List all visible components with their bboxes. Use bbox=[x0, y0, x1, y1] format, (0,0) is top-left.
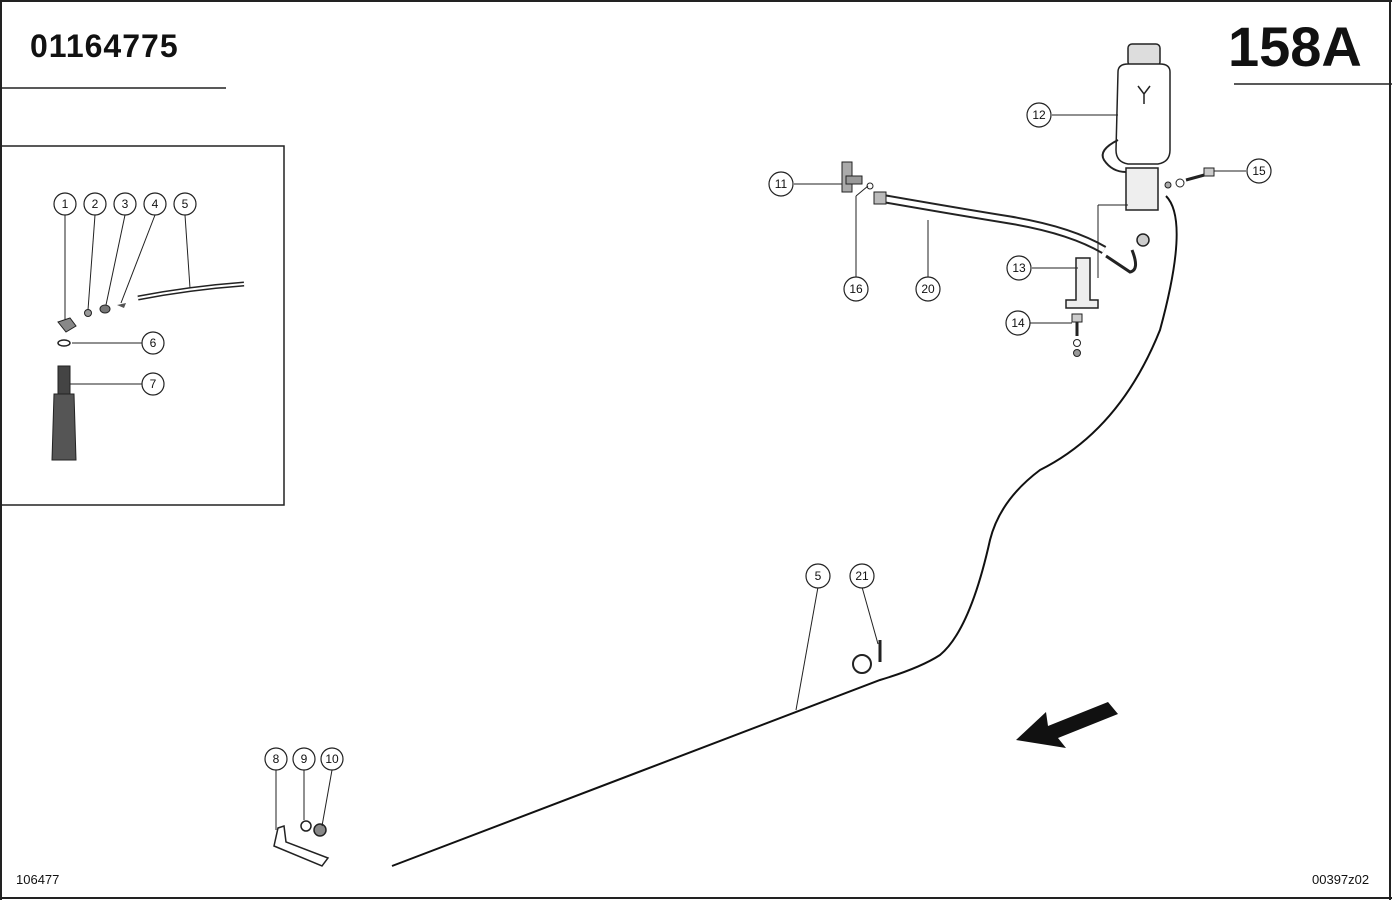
callout-16: 16 bbox=[843, 276, 869, 302]
bolt-14 bbox=[1071, 313, 1083, 357]
svg-text:16: 16 bbox=[849, 282, 863, 296]
callout-12: 12 bbox=[1026, 102, 1052, 128]
svg-text:2: 2 bbox=[92, 197, 99, 211]
svg-text:5: 5 bbox=[815, 569, 822, 583]
callout-6: 6 bbox=[141, 331, 165, 355]
callout-7: 7 bbox=[141, 372, 165, 396]
inset-detail-box bbox=[2, 145, 285, 506]
svg-text:15: 15 bbox=[1252, 164, 1266, 178]
svg-text:11: 11 bbox=[775, 177, 788, 191]
svg-text:9: 9 bbox=[301, 752, 308, 766]
tee-fitting bbox=[841, 161, 874, 193]
svg-text:4: 4 bbox=[152, 197, 159, 211]
callout-3: 3 bbox=[113, 192, 137, 216]
callout-8: 8 bbox=[264, 747, 288, 771]
callout-5-main: 5 bbox=[805, 563, 831, 589]
footer-left-code: 106477 bbox=[16, 872, 60, 887]
clip-21 bbox=[852, 640, 882, 674]
callout-2: 2 bbox=[83, 192, 107, 216]
svg-text:8: 8 bbox=[273, 752, 280, 766]
callout-15: 15 bbox=[1246, 158, 1272, 184]
hose-5 bbox=[391, 195, 1178, 867]
footer-right-code: 00397z02 bbox=[1312, 872, 1370, 887]
callout-13: 13 bbox=[1006, 255, 1032, 281]
svg-text:14: 14 bbox=[1011, 316, 1025, 330]
svg-text:10: 10 bbox=[325, 752, 339, 766]
svg-text:20: 20 bbox=[921, 282, 935, 296]
washer-reservoir bbox=[1101, 43, 1171, 274]
svg-text:7: 7 bbox=[150, 377, 157, 391]
callout-1: 1 bbox=[53, 192, 77, 216]
svg-text:21: 21 bbox=[855, 569, 869, 583]
svg-text:5: 5 bbox=[182, 197, 189, 211]
svg-text:3: 3 bbox=[122, 197, 129, 211]
direction-arrow bbox=[1016, 702, 1118, 748]
callout-10: 10 bbox=[320, 747, 344, 771]
callout-14: 14 bbox=[1005, 310, 1031, 336]
callout-20: 20 bbox=[915, 276, 941, 302]
svg-text:6: 6 bbox=[150, 336, 157, 350]
page-code-title: 158A bbox=[1228, 15, 1362, 78]
bolt-15 bbox=[1164, 167, 1215, 189]
callout-11: 11 bbox=[768, 171, 794, 197]
svg-text:12: 12 bbox=[1032, 108, 1046, 122]
callout-5: 5 bbox=[173, 192, 197, 216]
bracket-13 bbox=[1065, 257, 1099, 309]
callout-21: 21 bbox=[849, 563, 875, 589]
callout-9: 9 bbox=[292, 747, 316, 771]
callout-4: 4 bbox=[143, 192, 167, 216]
part-number-title: 01164775 bbox=[30, 28, 179, 64]
svg-text:1: 1 bbox=[62, 197, 69, 211]
svg-text:13: 13 bbox=[1012, 261, 1026, 275]
bracket-8 bbox=[273, 820, 330, 867]
